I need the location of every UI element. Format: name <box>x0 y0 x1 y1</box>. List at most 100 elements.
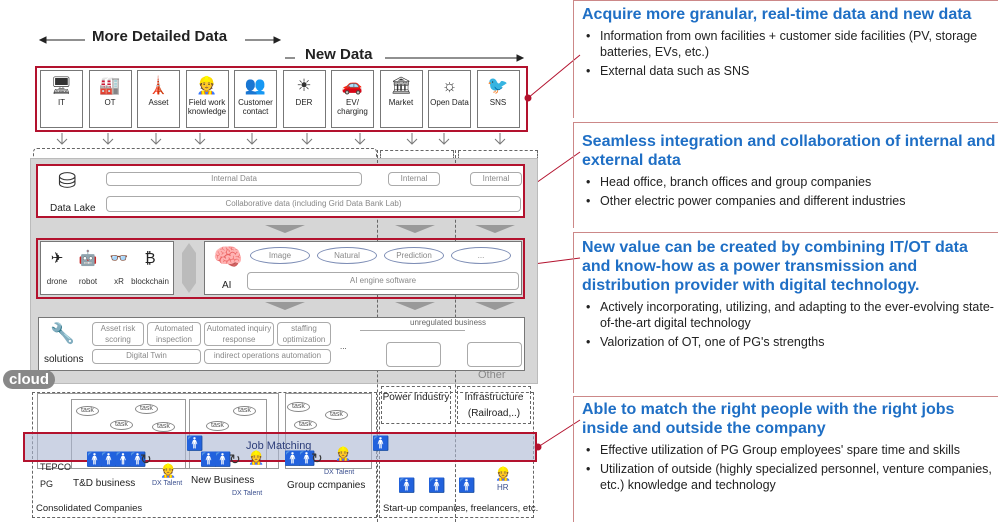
internal-data: Internal Data <box>106 172 362 186</box>
task-bubble: task <box>76 406 99 416</box>
person-icon: 🚹 <box>398 477 416 493</box>
panel-bullet: Head office, branch offices and group co… <box>582 174 998 190</box>
unregulated-business: unregulated business <box>410 318 487 327</box>
factory-icon: 🏭 <box>99 76 121 95</box>
ai-label: AI <box>222 280 232 291</box>
hr-label: HR <box>497 483 509 492</box>
robot-icon: 🤖 <box>78 250 98 267</box>
source-tile: 🚗EV/ charging <box>331 70 374 128</box>
ai-engine-software: AI engine software <box>247 272 519 290</box>
task-bubble: task <box>135 404 158 414</box>
panel-title: New value can be created by combining IT… <box>582 239 968 294</box>
ev-car-icon: 🚗 <box>341 76 364 95</box>
other-label: Other <box>478 369 506 381</box>
panel-bullet: Other electric power companies and diffe… <box>582 193 998 209</box>
indirect-operations: indirect operations automation <box>204 349 331 364</box>
source-tile: 🐦SNS <box>476 70 520 128</box>
panel-title: Able to match the right people with the … <box>582 401 955 437</box>
tech-label: robot <box>78 277 98 286</box>
data-sources-box <box>35 66 528 132</box>
pg-label: PG <box>40 479 54 489</box>
digital-twin: Digital Twin <box>92 349 201 364</box>
ai-engine-oval: Image <box>250 247 310 264</box>
task-bubble: task <box>294 420 317 430</box>
ai-engine-oval: Prediction <box>384 247 444 264</box>
dx-talent-icon: 👷 <box>160 463 177 478</box>
group-companies: Group ccmpanies <box>287 480 366 491</box>
bank-icon: 🏛 <box>390 76 412 95</box>
startups-label: Start-up companies, freelancers, etc. <box>383 503 539 514</box>
task-bubble: task <box>206 421 229 431</box>
td-business: T&D business <box>73 478 136 489</box>
dx-talent-icon: 👷 <box>248 450 265 465</box>
solution-inquiry-response: Automated inquiry response <box>204 322 274 346</box>
task-bubble: task <box>152 422 175 432</box>
unregulated-box-1 <box>386 342 441 367</box>
new-business: New Business <box>191 475 255 486</box>
job-matching-band <box>23 432 537 462</box>
dx-talent-label: DX Talent <box>232 490 263 497</box>
benefit-panel: Acquire more granular, real-time data an… <box>582 5 998 82</box>
solution-asset-risk: Asset risk scoring <box>92 322 144 346</box>
ai-engine-oval: ... <box>451 247 511 264</box>
person-icon: 🚹 <box>186 435 204 451</box>
drone-icon: ✈ <box>50 250 64 267</box>
source-tile: 👥Customer contact <box>234 70 277 128</box>
cycle-icon: ↻ <box>140 451 152 467</box>
more-detailed-data-label: More Detailed Data <box>92 28 228 45</box>
ai-engine-oval: Natural <box>317 247 377 264</box>
source-tile: 🗼Asset <box>137 70 180 128</box>
tools-icon: 🔧 <box>50 323 75 345</box>
panel-title: Seamless integration and collaboration o… <box>582 133 996 169</box>
unregulated-box-2 <box>467 342 522 367</box>
source-tile: 🖥IT <box>40 70 83 128</box>
database-icon: ⛁ <box>58 168 77 193</box>
solutions-label: solutions <box>44 354 84 365</box>
person-icon: 🚹 <box>372 435 390 451</box>
data-lake-label: Data Lake <box>50 203 96 214</box>
source-tile: ☼Open Data <box>428 70 471 128</box>
benefit-panel: Able to match the right people with the … <box>582 400 998 496</box>
task-bubble: task <box>233 406 256 416</box>
cloud-label: cloud <box>3 370 55 389</box>
panel-bullet: Utilization of outside (highly specializ… <box>582 461 998 493</box>
tech-label: xR <box>114 277 124 286</box>
task-bubble: task <box>325 410 348 420</box>
xr-glasses-icon: 👓 <box>109 250 129 267</box>
collaborative-data: Collaborative data (including Grid Data … <box>106 196 521 212</box>
solution-automated-inspection: Automated inspection <box>147 322 201 346</box>
person-icon: 🚹 <box>428 477 446 493</box>
task-bubble: task <box>110 420 133 430</box>
tech-label: blockchain <box>131 277 169 286</box>
team-icon: 🚹🚹 <box>200 451 232 467</box>
person-icon: 🚹 <box>458 477 476 493</box>
dx-talent-label: DX Talent <box>324 469 355 476</box>
hr-icon: 👷 <box>495 466 512 481</box>
dx-talent-icon: 👷 <box>335 446 352 461</box>
panel-title: Acquire more granular, real-time data an… <box>582 6 972 23</box>
panel-bullet: Valorization of OT, one of PG's strength… <box>582 334 998 350</box>
internal-infra: Internal <box>470 172 522 186</box>
weather-icon: ☼ <box>441 76 458 95</box>
team-icon: 🚹🚹 <box>284 450 316 466</box>
power-industry: Power Industry <box>382 392 450 403</box>
new-data-label: New Data <box>305 46 373 63</box>
cycle-icon: ↻ <box>311 450 323 466</box>
tepco-label: TEPCO <box>40 462 72 472</box>
tech-label: drone <box>46 277 68 286</box>
benefit-panel: New value can be created by combining IT… <box>582 238 998 353</box>
panel-bullet: Effective utilization of PG Group employ… <box>582 442 998 458</box>
social-icon: 🐦 <box>487 76 509 95</box>
customer-icon: 👥 <box>244 76 267 95</box>
panel-bullet: Actively incorporating, utilizing, and a… <box>582 299 998 331</box>
monitor-icon: 🖥 <box>50 76 73 95</box>
source-tile: 🏭OT <box>88 70 132 128</box>
ellipsis: ... <box>340 342 347 351</box>
consolidated-companies: Consolidated Companies <box>36 503 143 514</box>
solar-panel-icon: ☀ <box>296 76 312 95</box>
task-bubble: task <box>287 402 310 412</box>
infrastructure: Infrastructure (Railroad,..) <box>464 392 524 419</box>
panel-bullet: Information from own facilities + custom… <box>582 28 998 60</box>
blockchain-icon: ₿ <box>144 250 156 267</box>
source-tile: 👷Field work knowledge <box>185 70 229 128</box>
